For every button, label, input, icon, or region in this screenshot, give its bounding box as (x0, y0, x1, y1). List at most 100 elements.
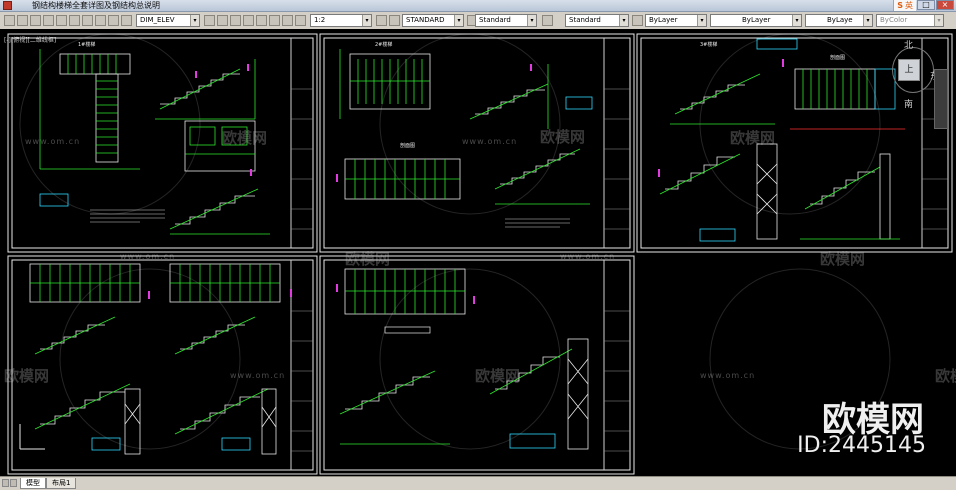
watermark-brand: 欧模网 (730, 129, 776, 147)
watermark-brand: 欧模网 (475, 367, 521, 385)
close-button[interactable]: × (936, 0, 954, 10)
tab-model[interactable]: 模型 (20, 478, 46, 489)
sheet-4-frame (7, 255, 318, 475)
sheet-5-drawings (336, 268, 589, 450)
sheet-2-elev-label: 剖面图 (400, 142, 415, 149)
leader-icon[interactable] (282, 15, 293, 26)
sheet-5-inner (323, 259, 631, 471)
layer-manager-icon[interactable] (4, 15, 15, 26)
lineweight-value: ByLaye (827, 16, 853, 24)
viewcube-compass-ring[interactable] (892, 47, 934, 93)
dimstyle-select[interactable]: DIM_ELEV ▾ (136, 14, 200, 27)
mleaderstyle-icon[interactable] (542, 15, 553, 26)
ime-language: 英 (905, 1, 913, 10)
watermark-url: www.om.cn (120, 252, 176, 261)
layer-color-swatch-icon[interactable] (121, 15, 132, 26)
sheet-1-frame (7, 33, 318, 253)
textstyle-select[interactable]: STANDARD ▾ (402, 14, 464, 27)
chevron-down-icon: ▾ (934, 15, 943, 26)
chevron-down-icon: ▾ (527, 15, 536, 26)
layer-state-icon[interactable] (17, 15, 28, 26)
window-title: 钢结构楼梯全套详图及钢结构总说明 (32, 1, 160, 10)
color-select[interactable]: ByLayer ▾ (645, 14, 707, 27)
color-value: ByLayer (649, 16, 678, 24)
isolate-layer-icon[interactable] (56, 15, 67, 26)
watermark-brand: 欧模网 (820, 250, 866, 268)
plotstyle-select[interactable]: ByColor ▾ (876, 14, 944, 27)
properties-icon[interactable] (376, 15, 387, 26)
watermark-brand: 欧模网 (222, 129, 268, 147)
sun-layer-icon[interactable] (108, 15, 119, 26)
tab-layout1[interactable]: 布局1 (46, 478, 77, 489)
linetype-value: ByLayer (742, 16, 771, 24)
watermark-brand: 欧模网 (935, 367, 956, 385)
viewcube[interactable]: 北 上 东 南 (892, 35, 940, 135)
sheet-3-elev-label: 剖面图 (830, 54, 845, 61)
match-layer-icon[interactable] (30, 15, 41, 26)
sheet-3-frame (636, 33, 953, 253)
chevron-down-icon: ▾ (190, 15, 199, 26)
brand-overlay-name: 欧模网 (822, 400, 924, 440)
mleaderstyle-select[interactable]: Standard ▾ (565, 14, 629, 27)
autocad-app-icon[interactable] (3, 1, 12, 10)
viewcube-south[interactable]: 南 (904, 100, 914, 110)
sheet-2-frame (319, 33, 635, 253)
viewcube-top-face[interactable]: 上 (898, 59, 920, 81)
textstyle-icon[interactable] (389, 15, 400, 26)
viewcube-north[interactable]: 北 (904, 41, 914, 51)
freeze-layer-icon[interactable] (69, 15, 80, 26)
tab-prev-icon[interactable] (10, 479, 17, 487)
maximize-button[interactable]: □ (917, 0, 935, 10)
lock-layer-icon[interactable] (82, 15, 93, 26)
ucs-icon (19, 424, 45, 450)
viewport-controls-label[interactable]: [-][俯视][二维线框] (4, 37, 57, 44)
chevron-down-icon: ▾ (454, 15, 463, 26)
sheet-4-drawings (29, 263, 292, 455)
chevron-down-icon: ▾ (697, 15, 706, 26)
title-block-rows (291, 88, 948, 452)
model-space-canvas[interactable]: [-][俯视][二维线框] (0, 29, 956, 476)
block-icon[interactable] (243, 15, 254, 26)
hatch-icon[interactable] (230, 15, 241, 26)
watermark-url: www.om.cn (462, 137, 518, 146)
color-swatch-icon[interactable] (632, 15, 643, 26)
sheet-3-inner (640, 37, 949, 249)
text-icon[interactable] (217, 15, 228, 26)
sheet-2-inner (323, 37, 631, 249)
layout-tab-bar: 模型 布局1 (0, 476, 956, 490)
watermark-circles (19, 33, 891, 450)
textstyle-value: STANDARD (406, 16, 445, 24)
scale-select[interactable]: 1:2 ▾ (310, 14, 372, 27)
lineweight-select[interactable]: ByLaye ▾ (805, 14, 873, 27)
drawing-svg: 1#楼梯 2#楼梯 剖面图 (7, 33, 953, 475)
sheet-1-plan-label: 1#楼梯 (78, 41, 95, 48)
annotation-scale-icon[interactable] (295, 15, 306, 26)
tablestyle-select[interactable]: Standard ▾ (475, 14, 537, 27)
scale-value: 1:2 (314, 16, 326, 24)
navigation-bar[interactable] (934, 69, 948, 129)
tab-first-icon[interactable] (2, 479, 9, 487)
insert-icon[interactable] (256, 15, 267, 26)
previous-layer-icon[interactable] (43, 15, 54, 26)
sheet-4-inner (11, 259, 314, 471)
dimension-icon[interactable] (204, 15, 215, 26)
brand-overlay-id: ID:2445145 (797, 433, 926, 458)
linetype-select[interactable]: ByLayer ▾ (710, 14, 802, 27)
watermark-url: www.om.cn (25, 137, 81, 146)
watermark-url: www.om.cn (230, 371, 286, 380)
table-icon[interactable] (269, 15, 280, 26)
chevron-down-icon: ▾ (362, 15, 371, 26)
ime-indicator[interactable]: S 英 (893, 0, 916, 11)
sheet-1-inner (11, 37, 314, 249)
color-layer-icon[interactable] (95, 15, 106, 26)
plotstyle-value: ByColor (880, 16, 908, 24)
watermark-url: www.om.cn (560, 252, 616, 261)
watermark-brand: 欧模网 (345, 250, 391, 268)
chevron-down-icon: ▾ (792, 15, 801, 26)
chevron-down-icon: ▾ (619, 15, 628, 26)
chevron-down-icon: ▾ (863, 15, 872, 26)
sheet-3-plan-label: 3#楼梯 (700, 41, 717, 48)
sheet-3-drawings: 3#楼梯 剖面图 (658, 38, 905, 242)
sheet-2-drawings: 2#楼梯 剖面图 (336, 41, 593, 228)
properties-toolbar: DIM_ELEV ▾ 1:2 ▾ STANDARD ▾ Standard ▾ S… (0, 12, 956, 30)
